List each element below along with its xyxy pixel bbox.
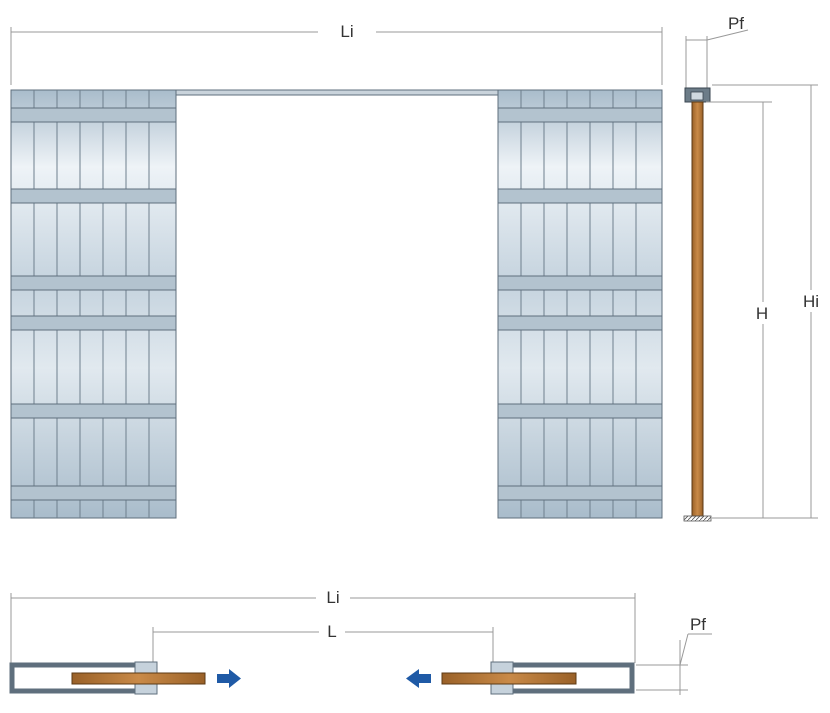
plan-view: Li L Pf bbox=[9, 587, 712, 695]
side-section: Pf H Hi bbox=[683, 14, 827, 522]
plan-opening-label: L bbox=[327, 622, 336, 641]
left-pocket-frame bbox=[10, 89, 177, 519]
side-depth-label: Pf bbox=[728, 14, 744, 33]
total-height-label: Hi bbox=[803, 292, 819, 311]
plan-depth-label: Pf bbox=[690, 615, 706, 634]
open-left-arrow-icon bbox=[406, 669, 431, 688]
door-height-label: H bbox=[756, 304, 768, 323]
side-door-leaf bbox=[691, 101, 704, 517]
header-track bbox=[175, 89, 499, 96]
plan-left-leaf bbox=[71, 672, 206, 685]
front-width-label: Li bbox=[340, 22, 353, 41]
right-pocket-frame bbox=[497, 89, 663, 519]
plan-width-label: Li bbox=[326, 588, 339, 607]
open-right-arrow-icon bbox=[217, 669, 241, 688]
plan-right-leaf bbox=[441, 672, 577, 685]
